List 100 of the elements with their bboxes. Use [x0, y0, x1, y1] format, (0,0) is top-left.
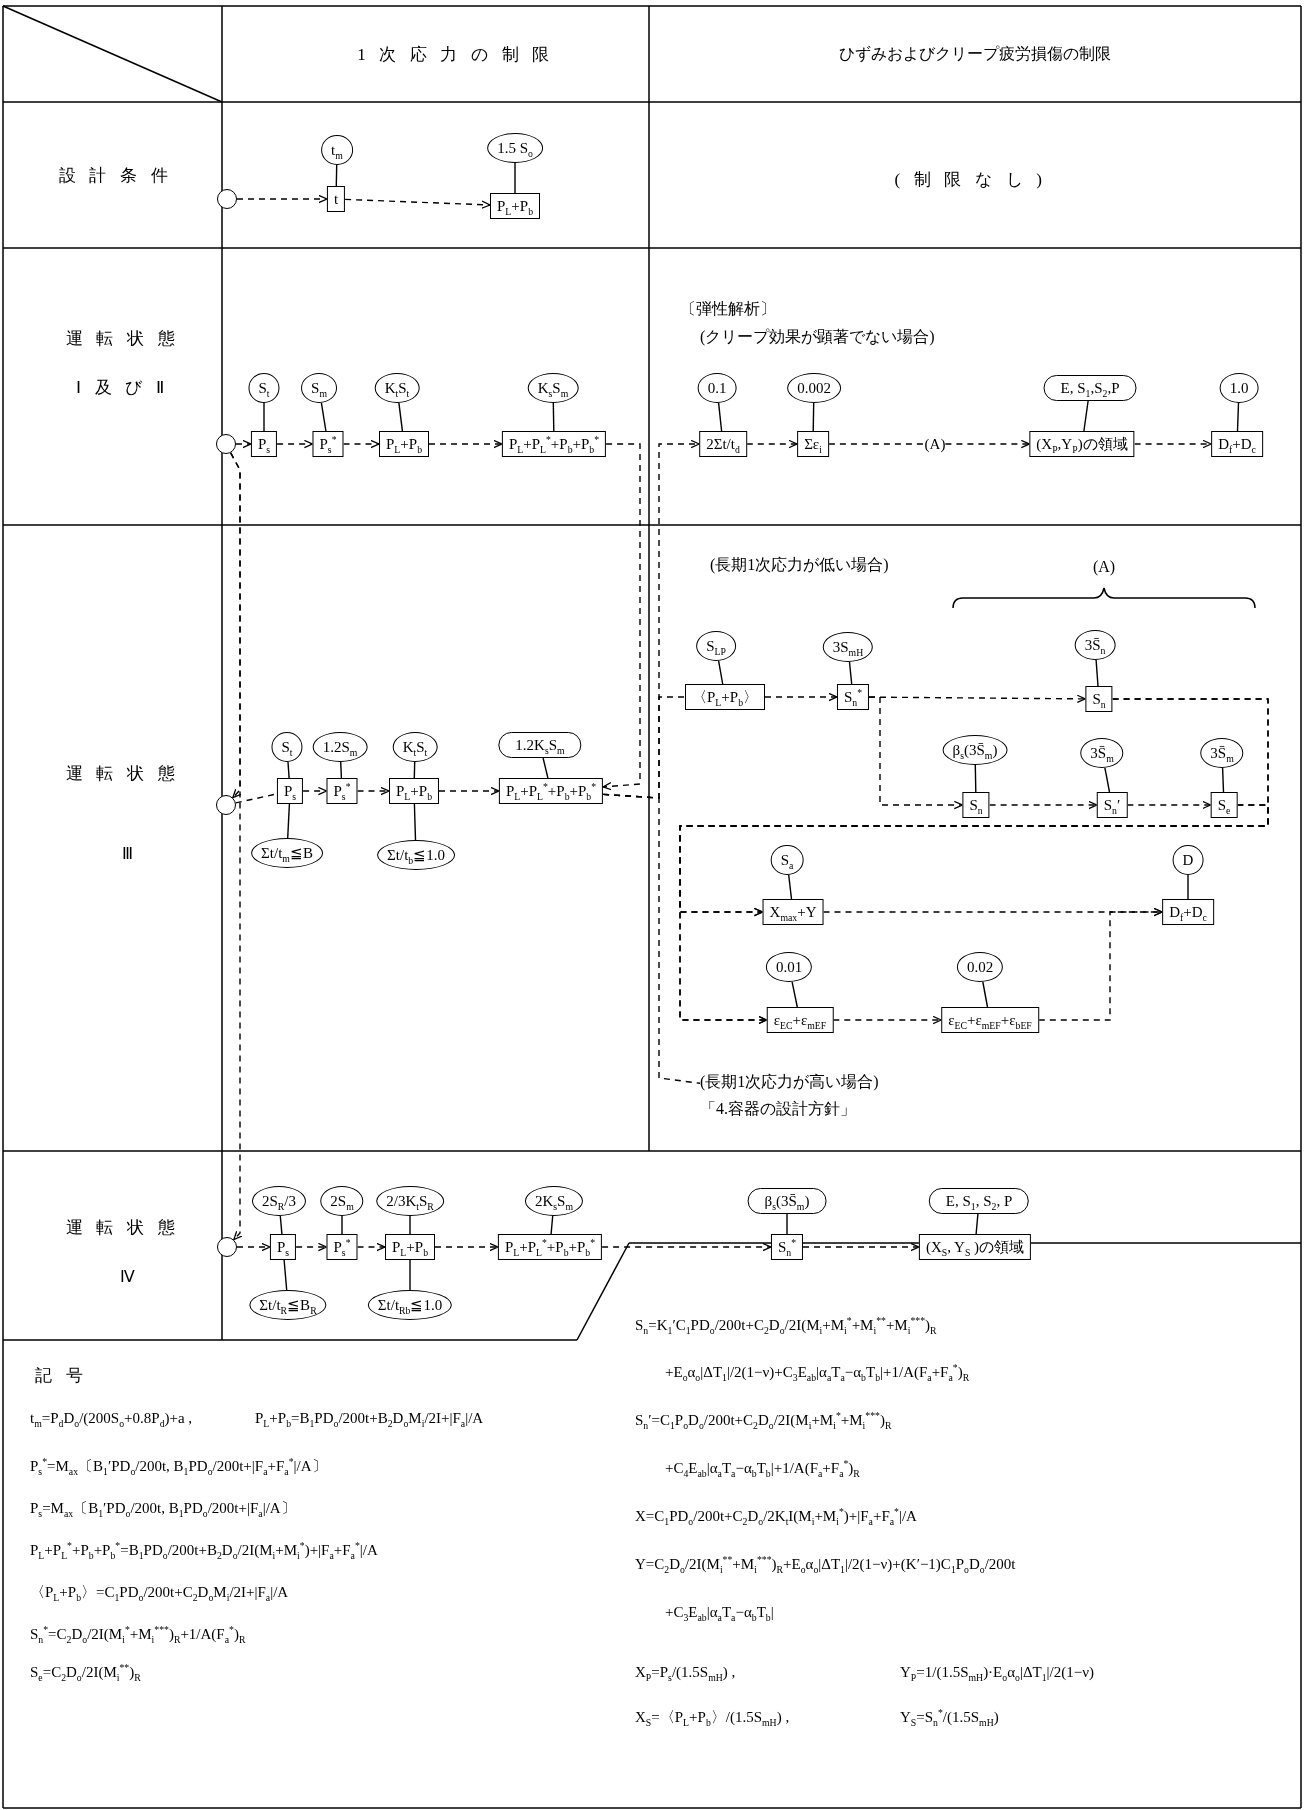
brace-label: (A) — [1092, 558, 1116, 576]
formula: P$_{s}$=M$_{ax}$〔B$_{1}$′PD$_{o}$/200t, B$_{1}$PD$_{o}$/200t+|F$_{a}$|/A〕 — [30, 1498, 296, 1518]
limit-ellipse: 2S$_{m}$ — [320, 1186, 364, 1216]
limit-ellipse: t$_{m}$ — [321, 135, 353, 165]
arrow — [434, 1242, 499, 1252]
note-text: (長期1次応力が低い場合) — [710, 554, 889, 576]
limit-ellipse: S$_{m}$ — [301, 373, 337, 403]
formula-box: X$_{max}$+Y — [762, 899, 824, 925]
formula-box: P$_{L}$+P$_{b}$ — [379, 431, 429, 457]
arrow — [276, 439, 314, 449]
formula-box: ε$_{EC}$+ε$_{mEF}$ — [766, 1007, 834, 1033]
formula: Y$_{P}$=1/(1.5S$_{mH}$)·E$_{o}$α$_{o}$|ΔT$_{1}$|/2(1−ν) — [900, 1663, 1094, 1681]
arrow — [236, 1242, 271, 1252]
connector-line — [1083, 400, 1089, 432]
limit-ellipse: 0.02 — [956, 952, 1004, 982]
start-circle — [216, 795, 236, 815]
formula-box: P$_{L}$+P$_{b}$ — [490, 193, 540, 219]
arrow — [832, 1015, 942, 1025]
limit-label: 1.2K$_{s}$S$_{m}$ — [498, 732, 582, 758]
formula: +E$_{o}$α$_{o}$|ΔT$_{1}$|/2(1−ν)+C$_{3}$E$_{ab}$|α$_{a}$T$_{a}$−α$_{b}$T$_{b}$|+1/A(F$_{a}$+F$_{a}$$^{*}$)$_{R}$ — [665, 1363, 970, 1381]
limit-ellipse: S$_{t}$ — [271, 732, 303, 762]
arrow — [342, 439, 380, 449]
connector-line — [982, 981, 989, 1008]
arrow — [746, 439, 798, 449]
arrow — [1126, 800, 1212, 810]
arrow — [764, 692, 838, 702]
note-text: ひずみおよびクリープ疲労損傷の制限 — [839, 43, 1111, 64]
note-text: (長期1次応力が高い場合) — [700, 1071, 879, 1093]
connector-line — [1187, 874, 1189, 900]
heading-text: 運転状態 — [65, 1216, 189, 1239]
connector-line — [1221, 767, 1225, 793]
limit-ellipse: 3S̄$_{n}$ — [1074, 630, 1116, 660]
start-circle — [216, 434, 236, 454]
arrow — [601, 1242, 772, 1252]
connector-line — [788, 874, 793, 900]
formula-box: S$_{n}$ — [1085, 686, 1113, 712]
limit-ellipse: 2S$_{R}$/3 — [252, 1186, 306, 1216]
start-circle — [217, 189, 237, 209]
heading-text: 運転状態 — [65, 327, 189, 350]
note-text: 〔弾性解析〕 — [680, 298, 776, 319]
note-text: 「4.容器の設計方針」 — [700, 1099, 857, 1119]
connector-line — [552, 402, 555, 432]
formula-box: 2Σt/t$_{d}$ — [699, 431, 747, 457]
formula-box: P$_{L}$+P$_{b}$ — [389, 778, 439, 804]
formula: 〈P$_{L}$+P$_{b}$〉=C$_{1}$PD$_{o}$/200t+C$_{2}$D$_{o}$M$_{i}$/2I+|F$_{a}$|/A — [30, 1582, 289, 1602]
arrow — [295, 1242, 328, 1252]
formula: +C$_{4}$E$_{ab}$|α$_{a}$T$_{a}$−α$_{b}$T$_{b}$|+1/A(F$_{a}$+F$_{a}$$^{*}$)$_{R}$ — [665, 1459, 860, 1477]
heading-text: 記号 — [35, 1364, 97, 1387]
limit-ellipse: D — [1172, 845, 1204, 875]
formula-box: P$_{s}$ — [269, 1234, 297, 1260]
formula-box: S$_{e}$ — [1210, 792, 1238, 818]
limit-ellipse: 1.2S$_{m}$ — [312, 732, 368, 762]
formula: X$_{S}$=〈P$_{L}$+P$_{b}$〉/(1.5S$_{mH}$) , — [635, 1707, 790, 1727]
connector-line — [975, 1213, 979, 1235]
limit-ellipse: S$_{a}$ — [770, 845, 804, 875]
arrow — [679, 804, 1269, 1025]
arrow — [802, 1242, 920, 1252]
heading-text: 運転状態 — [65, 762, 189, 785]
limit-ellipse: β$_{s}$(3S̄$_{m}$) — [942, 735, 1008, 765]
note-text: Ⅳ — [119, 1266, 135, 1286]
arrow — [868, 696, 964, 810]
connector-line — [812, 402, 815, 432]
formula-box: t — [326, 186, 346, 212]
connector-line — [717, 402, 723, 432]
formula-box: P$_{s}$ — [276, 778, 304, 804]
connector-line — [1104, 767, 1111, 793]
formula-box: S$_{n}$ — [962, 792, 990, 818]
arrow — [1133, 439, 1212, 449]
connector-line — [602, 793, 701, 1084]
connector-line — [340, 761, 343, 779]
arrow — [356, 786, 390, 796]
arrow — [235, 439, 252, 449]
connector-line — [341, 1215, 343, 1235]
formula: P$_{L}$+P$_{L}$$^{*}$+P$_{b}$+P$_{b}$$^{*}$=B$_{1}$PD$_{o}$/200t+B$_{2}$D$_{o}$/2I(M$_{i}$+M$_{i}$$^{*}$)+|F$_{a}$+F$_{a}$$^{*}$|/A — [30, 1541, 378, 1559]
limit-ellipse: Σt/t$_{R}$≦B$_{R}$ — [249, 1290, 327, 1320]
formula: X=C$_{1}$PD$_{o}$/200t+C$_{2}$D$_{o}$/2K$_{t}$I(M$_{i}$+M$_{i}$$^{*}$)+|F$_{a}$+F$_{a}$$^{*}$|/A — [635, 1507, 917, 1525]
arrow — [356, 1242, 386, 1252]
limit-label: E, S$_{1}$,S$_{2}$,P — [1043, 375, 1137, 401]
formula-box: S$_{n}$′ — [1096, 792, 1128, 818]
connector-line — [848, 661, 853, 685]
formula-box: D$_{f}$+D$_{c}$ — [1211, 431, 1263, 457]
arrow — [944, 439, 1031, 449]
connector-line — [413, 803, 417, 841]
arrow — [988, 800, 1098, 810]
arrow — [230, 452, 243, 1241]
formula-box: (X$_{S}$, Y$_{S}$ )の領域 — [918, 1234, 1032, 1260]
limit-ellipse: 3S̄$_{m}$ — [1080, 738, 1124, 768]
limit-ellipse: K$_{s}$S$_{m}$ — [527, 373, 579, 403]
formula: P$_{L}$+P$_{b}$=B$_{1}$PD$_{o}$/200t+B$_{2}$D$_{o}$M$_{i}$/2I+|F$_{a}$|/A — [255, 1409, 484, 1427]
arrow — [1038, 907, 1163, 1021]
limit-label: E, S$_{1}$, S$_{2}$, P — [928, 1188, 1030, 1214]
limit-ellipse: 3S$_{mH}$ — [822, 632, 874, 662]
formula: X$_{P}$=P$_{s}$/(1.5S$_{mH}$) , — [635, 1663, 736, 1681]
limit-ellipse: Σt/t$_{b}$≦1.0 — [377, 840, 455, 870]
heading-text: (制限なし) — [894, 168, 1056, 191]
connector-line — [409, 1215, 411, 1235]
arrow — [302, 786, 328, 796]
formula: S$_{n}$′=C$_{1}$P$_{o}$D$_{o}$/200t+C$_{2}$D$_{o}$/2I(M$_{i}$+M$_{i}$$^{*}$+M$_{i}$$^{***}$)$_{R}$ — [635, 1411, 892, 1429]
connector-line — [398, 402, 404, 432]
formula: S$_{n}$$^{*}$=C$_{2}$D$_{o}$/2I(M$_{i}$$^{*}$+M$_{i}$$^{***}$)$_{R}$+1/A(F$_{a}$$^{*}$)$_{R}$ — [30, 1625, 246, 1643]
